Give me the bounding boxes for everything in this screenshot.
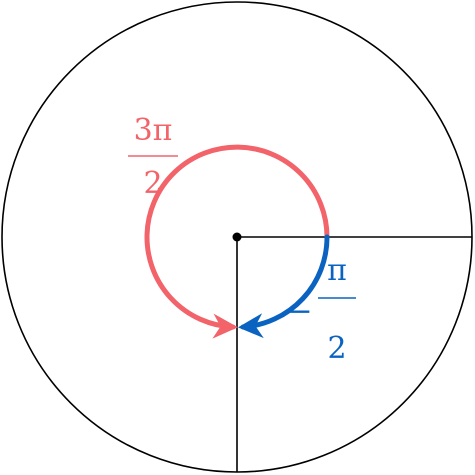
negative-angle-sign: −	[287, 294, 312, 329]
negative-angle-label: − π 2	[287, 253, 356, 366]
origin-point	[232, 232, 242, 242]
negative-angle-numerator: π	[327, 253, 347, 288]
positive-angle-label: 3π 2	[128, 113, 178, 201]
negative-angle-denominator: 2	[327, 331, 346, 366]
positive-angle-denominator: 2	[143, 166, 162, 201]
negative-angle-arc	[238, 234, 330, 339]
positive-angle-numerator: 3π	[134, 113, 173, 148]
positive-angle-arc	[144, 144, 330, 339]
